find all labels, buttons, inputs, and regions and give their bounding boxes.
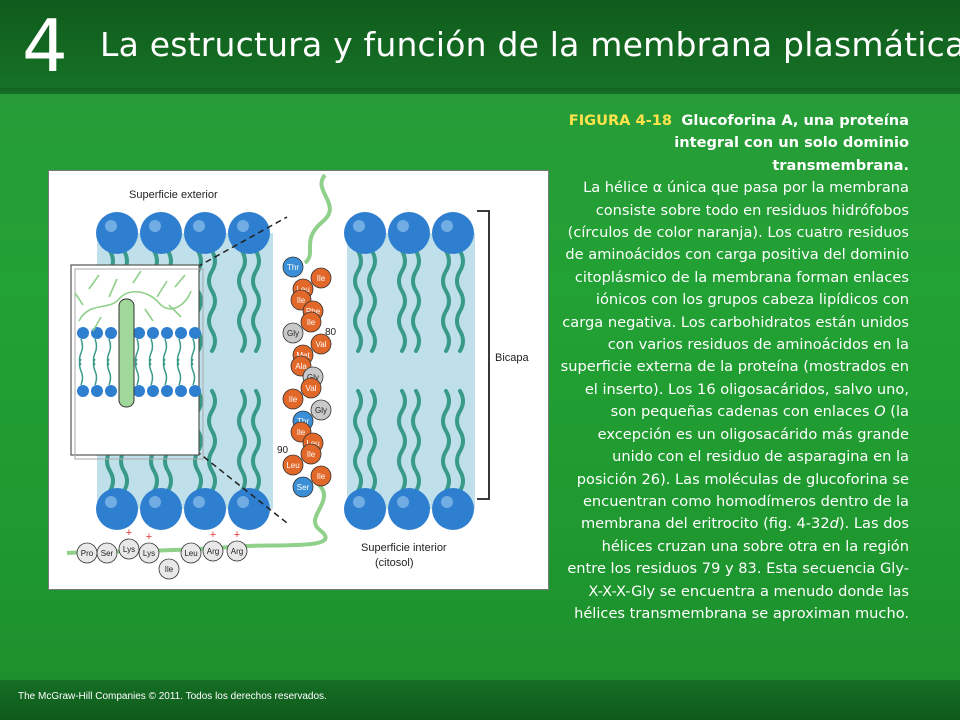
bilayer-label: Bicapa [495,352,530,364]
svg-text:Pro: Pro [81,549,94,558]
svg-text:Ile: Ile [297,428,306,437]
svg-text:Lys: Lys [143,549,155,558]
copyright-text: The McGraw-Hill Companies © 2011. Todos … [18,691,327,702]
lipid-molecule [388,389,430,530]
svg-text:Ile: Ile [317,472,326,481]
svg-text:Ile: Ile [297,296,306,305]
caption-body: La hélice α única que pasa por la membra… [560,177,909,625]
caption-body-part1: La hélice α única que pasa por la membra… [560,179,909,421]
cytoplasmic-residue: Leu [180,542,202,564]
svg-text:+: + [146,531,152,543]
svg-text:Arg: Arg [231,547,243,556]
caption-italic-o: O [874,403,886,421]
cytoplasmic-residue: Ile [158,558,180,580]
cytosol-label: (citosol) [375,557,414,569]
svg-text:Leu: Leu [184,549,197,558]
lipid-molecule [388,212,430,353]
residue-number-80: 80 [325,327,337,338]
figure-title: Glucoforina A, una proteína integral con… [674,112,909,174]
bilayer-bracket [477,210,490,500]
lipid-molecule [228,389,270,530]
helix-residue: Ile [310,465,332,487]
svg-text:Lys: Lys [123,545,135,554]
carbohydrate-inset [70,264,204,460]
slide-header: 4 La estructura y función de la membrana… [0,0,960,94]
outer-surface-label: Superficie exterior [129,189,218,201]
chapter-number: 4 [22,4,68,88]
helix-residue: Thr [282,256,304,278]
svg-text:Ile: Ile [307,450,316,459]
lipid-molecule [432,212,474,353]
helix-residue: Ser [292,476,314,498]
svg-text:+: + [126,527,132,539]
svg-text:+: + [234,529,240,541]
caption-heading: FIGURA 4-18 Glucoforina A, una proteína … [560,110,909,177]
lipid-bilayer [96,212,474,530]
svg-text:Ser: Ser [101,549,114,558]
transmembrane-helix: ThrIleLeuIlePheIleGlyValMetAlaGlyValIleG… [282,256,332,498]
lipid-molecule [432,389,474,530]
svg-text:Leu: Leu [286,461,299,470]
helix-residue: Ile [282,388,304,410]
svg-text:Ile: Ile [165,565,174,574]
cytoplasmic-residue: Lys + [138,531,160,564]
slide-title: La estructura y función de la membrana p… [100,25,960,64]
svg-text:Arg: Arg [207,547,219,556]
svg-text:+: + [210,529,216,541]
membrane-band-right [347,233,475,509]
slide-footer: The McGraw-Hill Companies © 2011. Todos … [0,680,960,720]
residue-number-90: 90 [277,445,289,456]
svg-text:Ala: Ala [295,362,307,371]
helix-residue: Val [300,377,322,399]
membrane-diagram: Superficie exterior Bicapa ThrIleLeuIleP… [66,173,530,580]
helix-residue: Gly [282,322,304,344]
svg-text:Ser: Ser [297,483,310,492]
svg-text:Val: Val [306,384,317,393]
svg-text:Val: Val [316,340,327,349]
lipid-molecule [344,212,386,353]
svg-text:Thr: Thr [297,417,309,426]
helix-residue: Gly [310,399,332,421]
svg-text:Ile: Ile [317,274,326,283]
svg-text:Met: Met [296,351,310,360]
caption-body-part2: (la excepción es un oligosacárido más gr… [576,403,909,533]
helix-residue: Ile [300,443,322,465]
svg-text:Leu: Leu [296,285,309,294]
svg-text:Gly: Gly [315,406,327,415]
lipid-molecule [344,389,386,530]
cytoplasmic-residues: Pro Ser Lys + Lys + Ile Leu Arg + Arg + [76,527,248,580]
svg-text:Gly: Gly [307,373,319,382]
caption-italic-d: d [829,515,839,533]
svg-text:Ile: Ile [289,395,298,404]
helix-residue: Ile [300,311,322,333]
figure-caption: FIGURA 4-18 Glucoforina A, una proteína … [560,110,909,625]
helix-residue: Leu [282,454,304,476]
cytoplasmic-residue: Pro [76,542,98,564]
svg-text:Gly: Gly [287,329,299,338]
figure-label: FIGURA 4-18 [568,112,673,129]
cytoplasmic-residue: Lys + [118,527,140,560]
svg-text:Ile: Ile [307,318,316,327]
cytoplasmic-residue: Arg + [226,529,248,562]
inner-surface-label: Superficie interior [361,542,447,554]
lipid-molecule [228,212,270,353]
svg-text:Thr: Thr [287,263,299,272]
protein-chain-extracellular [303,173,332,265]
cytoplasmic-residue: Ser [96,542,118,564]
svg-text:Leu: Leu [306,439,319,448]
cytoplasmic-residue: Arg + [202,529,224,562]
svg-text:Phe: Phe [306,307,321,316]
helix-residue: Val [310,333,332,355]
caption-body-part3: ). Las dos hélices cruzan una sobre otra… [567,515,909,622]
inset-zoom-line-top [196,216,288,268]
helix-residue: Ile [310,267,332,289]
